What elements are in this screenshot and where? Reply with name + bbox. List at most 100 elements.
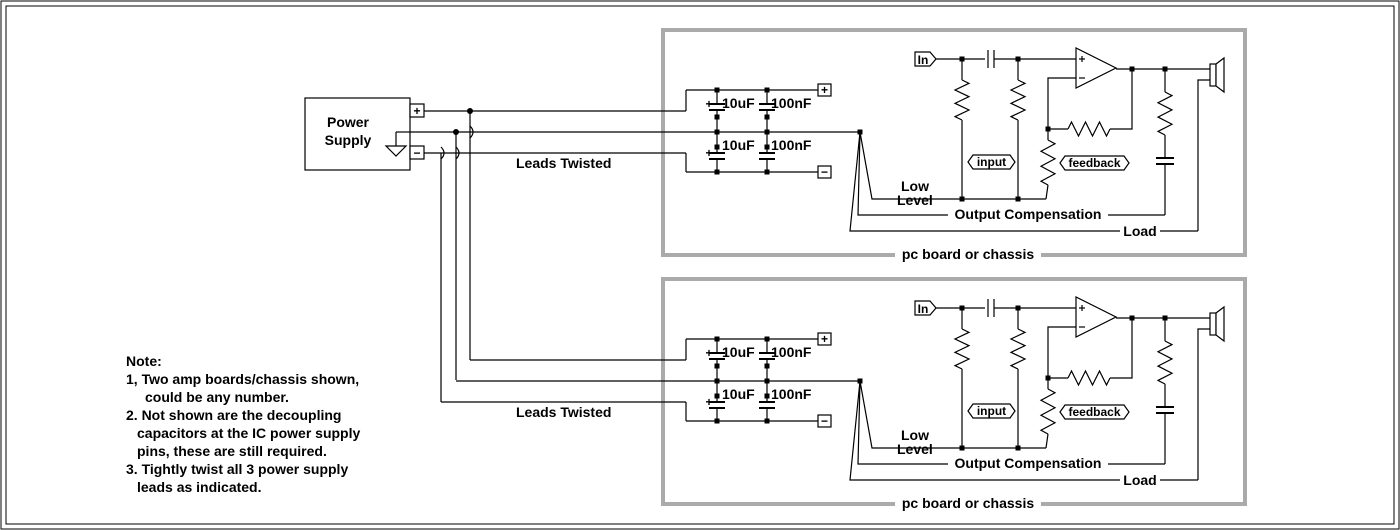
load-label: Load [1123, 472, 1156, 488]
board-label: pc board or chassis [902, 246, 1034, 262]
junction [1015, 196, 1021, 202]
cap-polarity: + [705, 395, 712, 409]
wire [1110, 318, 1133, 379]
input-tag: input [977, 155, 1006, 169]
power-supply-label-1: Power [327, 114, 370, 130]
op-amp-icon [1075, 296, 1118, 338]
junction [764, 87, 770, 93]
junction [714, 363, 720, 369]
label-bg [948, 456, 1108, 471]
in-tag: In [918, 53, 929, 67]
junction [764, 378, 770, 384]
in-tag-frame [914, 51, 937, 67]
board-minus-terminal: − [821, 414, 828, 428]
wire [1110, 69, 1133, 130]
wire [1045, 184, 1049, 200]
junction [959, 445, 965, 451]
cap-label: 100nF [771, 137, 812, 153]
junction [1129, 66, 1135, 72]
cap-polarity: + [705, 97, 712, 111]
input-tag: input [977, 404, 1006, 418]
in-tag: In [918, 302, 929, 316]
junction [764, 336, 770, 342]
junction [1015, 445, 1021, 451]
cap-label: 10uF [722, 137, 755, 153]
load-label: Load [1123, 223, 1156, 239]
output-compensation-label: Output Compensation [955, 455, 1102, 471]
input-tag-frame [967, 403, 1016, 419]
label-bg [1120, 224, 1160, 239]
in-tag-frame [914, 300, 937, 316]
speaker-cone-icon [1215, 305, 1225, 343]
resistor [953, 328, 971, 370]
note-line: 3. Tightly twist all 3 power supply [126, 461, 348, 477]
resistor [1156, 340, 1174, 385]
junction [764, 114, 770, 120]
junction [714, 144, 720, 150]
cap-label: 10uF [722, 344, 755, 360]
low-level-label: Level [897, 192, 933, 208]
cap-label: 100nF [771, 386, 812, 402]
board-label-bg [895, 497, 1041, 511]
power-supply-label-2: Supply [325, 132, 372, 148]
board-label: pc board or chassis [902, 495, 1034, 511]
board-plus-terminal: + [821, 332, 828, 346]
speaker-icon [1209, 312, 1217, 336]
note-line: leads as indicated. [137, 479, 262, 495]
resistor [953, 79, 971, 121]
low-level-label: Low [901, 427, 929, 443]
feedback-tag: feedback [1068, 156, 1120, 170]
junction [764, 363, 770, 369]
board-plus-box [817, 83, 832, 97]
wire [1197, 328, 1210, 480]
junction [714, 169, 720, 175]
wire [1197, 79, 1210, 231]
junction [764, 169, 770, 175]
note-line: pins, these are still required. [137, 443, 327, 459]
board-minus-box [817, 414, 832, 428]
ps-minus-terminal: − [413, 146, 420, 160]
output-compensation-label: Output Compensation [955, 206, 1102, 222]
cap-polarity: + [705, 146, 712, 160]
cap-label: 100nF [771, 344, 812, 360]
resistor [1039, 388, 1057, 435]
board-minus-terminal: − [821, 165, 828, 179]
board-label-bg [895, 248, 1041, 262]
resistor [1009, 328, 1027, 370]
speaker-icon [1209, 63, 1217, 87]
wire [1047, 77, 1076, 140]
resistor [1039, 139, 1057, 186]
note-line: could be any number. [145, 389, 289, 405]
junction [1129, 315, 1135, 321]
low-level-return [859, 380, 962, 449]
feedback-tag-frame [1059, 404, 1130, 420]
board-plus-terminal: + [821, 83, 828, 97]
label-bg [1120, 473, 1160, 488]
note-line: capacitors at the IC power supply [137, 425, 360, 441]
cap-label: 10uF [722, 95, 755, 111]
load-return [849, 380, 1198, 481]
feedback-tag: feedback [1068, 405, 1120, 419]
amp-board-1: pc board or chassis Leads Twisted + − + +10uF… [441, 28, 1247, 262]
junction [714, 129, 720, 135]
junction [959, 196, 965, 202]
note-line: 1, Two amp boards/chassis shown, [126, 371, 359, 387]
junction [764, 393, 770, 399]
junction [714, 378, 720, 384]
junction [714, 336, 720, 342]
junction [714, 393, 720, 399]
cap-label: 10uF [722, 386, 755, 402]
cap-label: 100nF [771, 95, 812, 111]
resistor [1067, 369, 1111, 387]
ground-icon [384, 131, 410, 157]
junction [714, 418, 720, 424]
leads-twisted-label: Leads Twisted [516, 155, 611, 171]
junction [714, 87, 720, 93]
inner-frame [5, 5, 1395, 525]
board-plus-box [817, 332, 832, 346]
load-return [849, 131, 1198, 232]
input-tag-frame [967, 154, 1016, 170]
